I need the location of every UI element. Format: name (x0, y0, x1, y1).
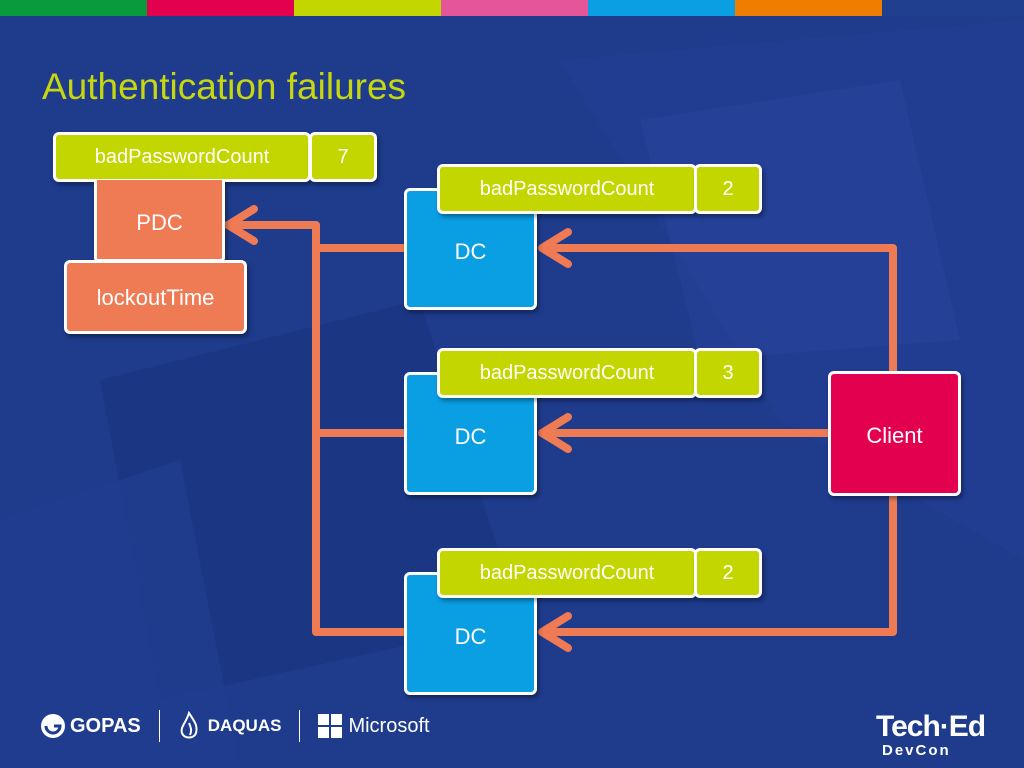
dc-label: DC (454, 239, 487, 264)
stripe-pink (441, 0, 588, 16)
stripe-magenta (147, 0, 294, 16)
stripe-lime (294, 0, 441, 16)
dc2-badpasswordcount-value: 3 (694, 348, 762, 398)
pdc-lockouttime: lockoutTime (64, 260, 247, 334)
pdc-badpasswordcount-value: 7 (309, 132, 377, 182)
gopas-logo-icon (41, 714, 65, 738)
microsoft-logo-text: Microsoft (348, 714, 430, 737)
devcon-logo-text: DevCon (882, 742, 951, 759)
lockouttime-label: lockoutTime (96, 285, 215, 310)
teched-logo: Tech·Ed DevCon (876, 710, 986, 760)
daquas-flame-icon (180, 711, 198, 739)
stripe-navy (882, 0, 1024, 16)
dc1-badpasswordcount-value: 2 (694, 164, 762, 214)
footer-logos: GOPAS DAQUAS Microsoft (40, 708, 430, 744)
logo-divider (299, 710, 301, 742)
dc2-badpasswordcount-label: badPasswordCount (437, 348, 697, 398)
stripe-cyan (588, 0, 735, 16)
stripe-green (0, 0, 147, 16)
logo-divider (158, 710, 160, 742)
dc1-badpasswordcount-label: badPasswordCount (437, 164, 697, 214)
dc-label: DC (454, 424, 487, 449)
dc3-badpasswordcount-label: badPasswordCount (437, 548, 697, 598)
pdc-badpasswordcount-label: badPasswordCount (53, 132, 311, 182)
top-color-stripe (0, 0, 1024, 16)
client-label: Client (866, 423, 923, 448)
stripe-orange (735, 0, 882, 16)
daquas-logo-text: DAQUAS (207, 716, 282, 735)
gopas-logo-text: GOPAS (70, 714, 141, 737)
dc3-badpasswordcount-value: 2 (694, 548, 762, 598)
slide-title: Authentication failures (42, 66, 407, 107)
dc-label: DC (454, 624, 487, 649)
client-node: Client (828, 371, 961, 496)
microsoft-logo-icon (318, 714, 343, 738)
teched-logo-text: Tech·Ed (876, 710, 986, 743)
pdc-label: PDC (136, 210, 183, 235)
pdc-node: PDC (94, 180, 225, 262)
